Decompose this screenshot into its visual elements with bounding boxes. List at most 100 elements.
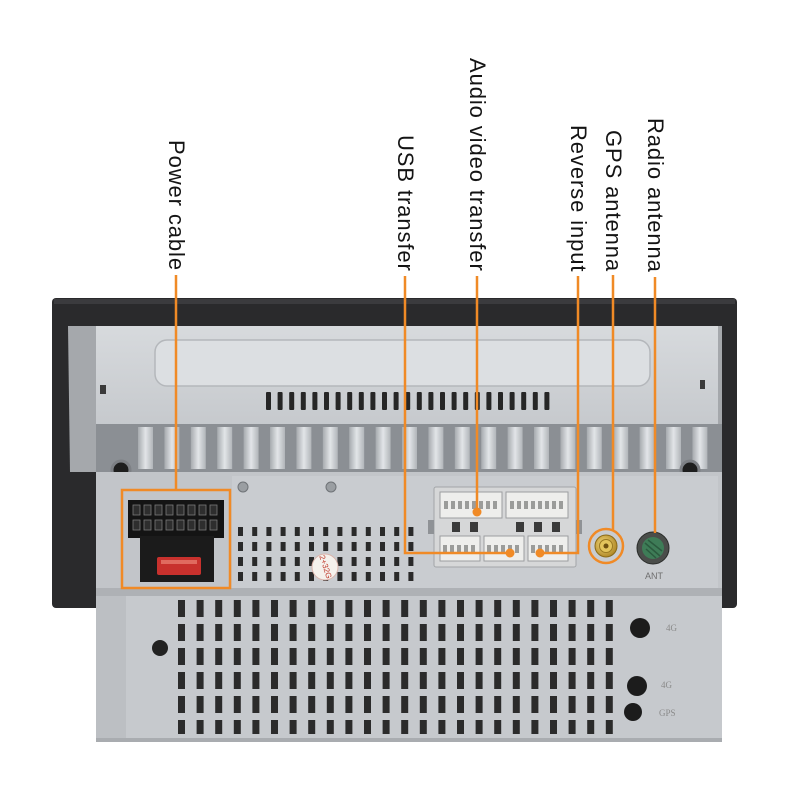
vent-hole [380,572,385,581]
heatsink-fin [138,427,153,469]
callout-dot-reverse-input [535,548,545,558]
lower-vent-slot [568,720,576,734]
top-vent-slot [509,392,515,410]
top-vent-slot [370,392,376,410]
port-hole-4g-2 [627,676,647,696]
lower-vent-slot [550,648,557,665]
lower-vent-slot [475,672,483,689]
callout-label-radio-antenna: Radio antenna [643,118,668,273]
av-connector-clip [452,522,460,532]
lower-vent-slot [178,600,185,617]
vent-hole [266,572,272,581]
lower-vent-slot [401,624,409,641]
lower-vent-slot [382,720,390,734]
top-vent-slot [532,392,538,410]
vent-hole [266,557,272,566]
ant-connector-socket [642,537,664,559]
vent-hole [309,572,314,581]
lower-vent-slot [252,672,260,689]
lower-vent-slot [308,696,316,713]
lower-vent-slot [531,624,539,641]
heatsink-fin [639,427,655,469]
lower-vent-slot [252,720,260,734]
lower-vent-slot [475,624,483,641]
lower-vent-slot [419,696,427,713]
gps-antenna-connector [594,534,618,558]
lower-left-hole [152,640,168,656]
lower-vent-slot [252,600,260,617]
lower-vent-slot [178,624,185,641]
callout-reverse-input: Reverse input [535,125,591,558]
vent-hole [252,527,258,536]
av-plug-top-2 [505,491,569,519]
power-connector-pin [143,519,152,531]
lower-vent-slot [550,696,557,713]
top-vent-slot [486,392,492,410]
lower-vent-slot [271,648,278,665]
port-hole-4g-1 [630,618,650,638]
av-connector-pin [443,545,447,553]
top-vent-slot [393,392,399,410]
power-connector-pin [198,519,207,531]
callout-radio-antenna: Radio antenna [643,118,668,533]
lower-vent-slot [401,696,409,713]
lower-vent-slot [289,696,297,713]
heatsink-fin [692,427,708,469]
lower-vent-slot [605,648,613,665]
vent-hole [365,527,371,536]
av-connector-pin [450,545,454,553]
lower-vent-slot [289,600,297,617]
lower-vent-slot [531,600,539,617]
fuse [157,557,201,575]
top-vent-slot [451,392,457,410]
vent-hole [280,572,286,581]
lower-vent-slot [568,696,576,713]
lower-vent-slot [289,672,297,689]
power-connector-pin [165,504,174,516]
power-connector [128,500,224,582]
lower-vent-slot [457,720,464,734]
lower-vent-slot [233,720,241,734]
lower-vent-slot [438,600,446,617]
power-connector-pin [209,504,218,516]
lower-vent-slot [252,648,260,665]
av-connector-pin [517,501,521,509]
lower-vent-slot [475,696,483,713]
vent-hole [280,542,286,551]
port-hole-gps [624,703,642,721]
vent-hole [394,542,400,551]
lower-vent-slot [215,624,223,641]
av-connector-pin [524,501,528,509]
lower-vent-slot [345,696,353,713]
lower-vent-slot [233,648,241,665]
lower-vent-slot [401,720,409,734]
top-vent-slot [312,392,318,410]
top-vent-slot [416,392,422,410]
lower-vent-slot [364,696,371,713]
power-connector-pins [132,504,218,531]
av-connector-pin [457,545,461,553]
lower-vent-slot [401,672,409,689]
lower-vent-slot [419,624,427,641]
fuse-highlight [161,560,197,564]
vent-hole [394,572,400,581]
lower-vent-slot [401,600,409,617]
lower-vent-slot [568,672,576,689]
lower-vent-slot [531,720,539,734]
callout-label-gps-antenna: GPS antenna [601,130,626,272]
lower-vent-slot [494,648,502,665]
lower-vent-slot [252,624,260,641]
lower-vent-slot [196,720,204,734]
lower-vent-slot [215,720,223,734]
top-vent-slot [382,392,387,410]
vent-hole [238,557,243,566]
vent-hole [394,527,400,536]
vent-hole [252,542,258,551]
lower-vent-slot [587,720,595,734]
heatsink-fin [217,427,233,469]
lower-vent-slot [512,696,520,713]
memory-spec-sticker: 2+32G [311,553,339,581]
power-connector-pin [132,504,141,516]
lower-vent-slot [512,672,520,689]
marking-4g-1: 4G [666,623,678,633]
